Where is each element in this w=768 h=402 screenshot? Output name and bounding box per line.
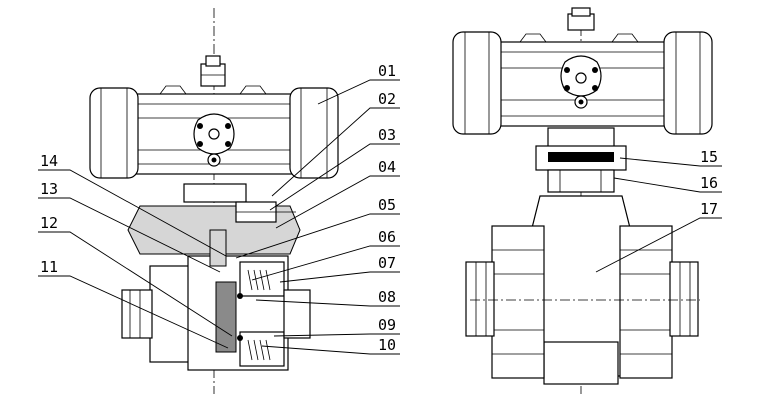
- top-connector-right: [567, 7, 595, 31]
- callout-02: 02: [378, 90, 396, 108]
- callout-16: 16: [700, 174, 718, 192]
- callout-14: 14: [40, 152, 58, 170]
- callout-11: 11: [40, 258, 58, 276]
- stem-connector: [200, 55, 226, 87]
- callout-07: 07: [378, 254, 396, 272]
- callout-03: 03: [378, 126, 396, 144]
- callout-09: 09: [378, 316, 396, 334]
- callout-13: 13: [40, 180, 58, 198]
- callout-17: 17: [700, 200, 718, 218]
- actuator-housing: [89, 85, 339, 179]
- callout-08: 08: [378, 288, 396, 306]
- leader-lines: [38, 79, 722, 355]
- valve-body-section: [121, 229, 311, 371]
- callout-15: 15: [700, 148, 718, 166]
- callout-10: 10: [378, 336, 396, 354]
- callout-01: 01: [378, 62, 396, 80]
- callout-04: 04: [378, 158, 396, 176]
- callout-05: 05: [378, 196, 396, 214]
- callout-12: 12: [40, 214, 58, 232]
- section-view: [89, 8, 339, 394]
- coupling-nut-right: [535, 127, 627, 193]
- valve-body-right: [465, 195, 700, 385]
- actuator-housing-right: [452, 31, 713, 135]
- exterior-view: [452, 7, 713, 394]
- callout-labels: 01 02 03 04 05 06 07 08 09 10 14 13 12 1…: [40, 62, 718, 354]
- callout-06: 06: [378, 228, 396, 246]
